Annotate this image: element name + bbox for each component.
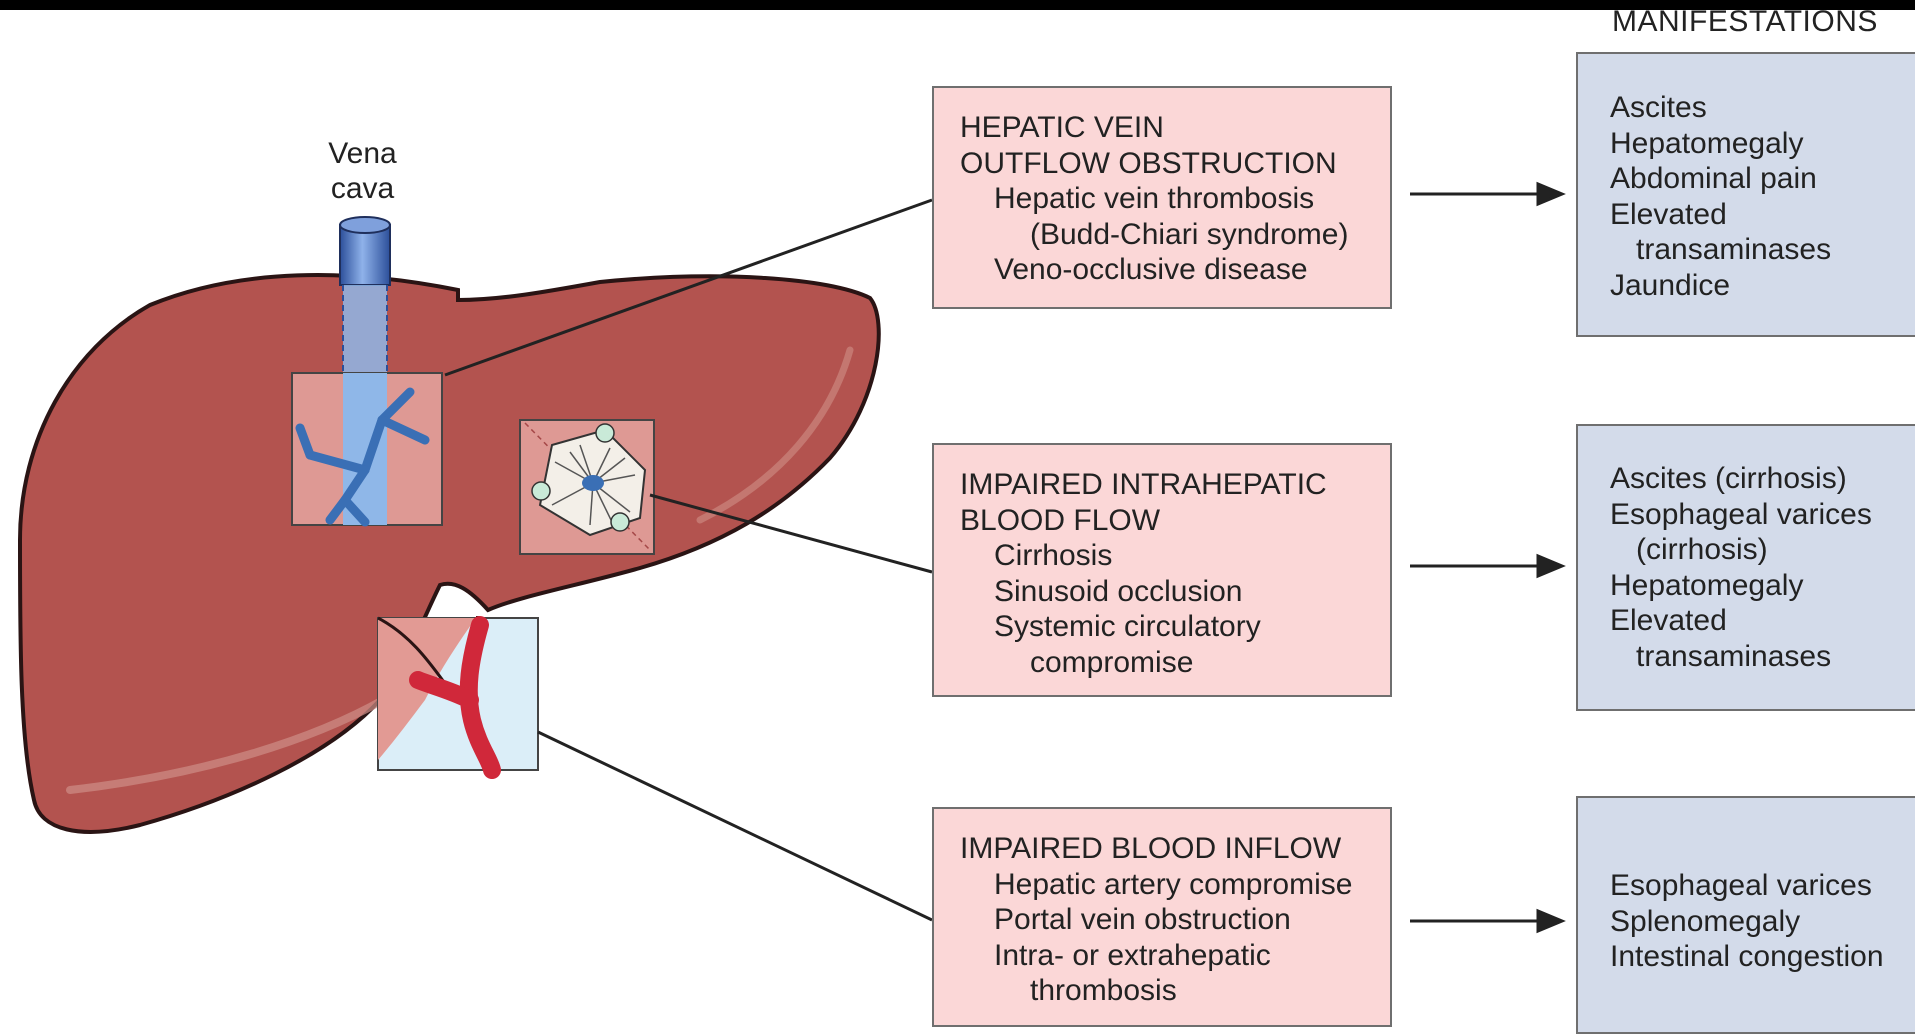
vena-cava-icon: [340, 217, 390, 373]
cause-box-intrahepatic-line-5: Systemic circulatory: [960, 609, 1370, 645]
manifestation-box-2-line-6: transaminases: [1610, 639, 1901, 675]
hepatic-vein-branches-icon: [292, 373, 442, 525]
portal-artery-icon: [378, 618, 538, 770]
manifestation-box-2-line-5: Elevated: [1610, 603, 1901, 639]
cause-box-outflow-line-4: (Budd-Chiari syndrome): [960, 217, 1370, 253]
cause-box-inflow-line-3: Portal vein obstruction: [960, 902, 1370, 938]
arrow-2: [1410, 556, 1562, 576]
manifestation-box-2-line-2: Esophageal varices: [1610, 497, 1901, 533]
manifestation-box-2-line-3: (cirrhosis): [1610, 532, 1901, 568]
manifestations-header: MANIFESTATIONS: [1612, 4, 1878, 40]
manifestation-box-3-line-3: Intestinal congestion: [1610, 939, 1901, 975]
manifestation-box-1-line-3: Abdominal pain: [1610, 161, 1901, 197]
cause-box-outflow-line-2: OUTFLOW OBSTRUCTION: [960, 146, 1370, 182]
arrow-3: [1410, 911, 1562, 931]
cause-box-inflow-line-2: Hepatic artery compromise: [960, 867, 1370, 903]
arrow-1: [1410, 184, 1562, 204]
cause-box-inflow-line-4: Intra- or extrahepatic: [960, 938, 1370, 974]
manifestation-box-1-line-2: Hepatomegaly: [1610, 126, 1901, 162]
hepatic-lobule-icon: [520, 420, 654, 554]
cause-box-intrahepatic-line-4: Sinusoid occlusion: [960, 574, 1370, 610]
manifestation-box-2: Ascites (cirrhosis)Esophageal varices(ci…: [1576, 424, 1915, 711]
manifestation-box-3-line-2: Splenomegaly: [1610, 904, 1901, 940]
cause-box-inflow-line-1: IMPAIRED BLOOD INFLOW: [960, 831, 1370, 867]
manifestation-box-1-line-6: Jaundice: [1610, 268, 1901, 304]
cause-box-outflow-line-3: Hepatic vein thrombosis: [960, 181, 1370, 217]
vena-cava-label-line-2: cava: [300, 171, 425, 206]
manifestation-box-1-line-4: Elevated: [1610, 197, 1901, 233]
manifestation-box-3-line-1: Esophageal varices: [1610, 868, 1901, 904]
vena-cava-label-line-1: Vena: [300, 136, 425, 171]
cause-box-intrahepatic-line-6: compromise: [960, 645, 1370, 681]
manifestation-box-1-line-5: transaminases: [1610, 232, 1901, 268]
connector-inflow: [538, 732, 932, 920]
vena-cava-label: Vena cava: [300, 136, 425, 206]
cause-box-outflow-line-5: Veno-occlusive disease: [960, 252, 1370, 288]
manifestation-box-1-line-1: Ascites: [1610, 90, 1901, 126]
cause-box-inflow-line-5: thrombosis: [960, 973, 1370, 1009]
cause-box-outflow-line-1: HEPATIC VEIN: [960, 110, 1370, 146]
manifestation-box-2-line-4: Hepatomegaly: [1610, 568, 1901, 604]
cause-box-intrahepatic-line-1: IMPAIRED INTRAHEPATIC: [960, 467, 1370, 503]
cause-box-intrahepatic-line-2: BLOOD FLOW: [960, 503, 1370, 539]
manifestation-box-2-line-1: Ascites (cirrhosis): [1610, 461, 1901, 497]
cause-box-intrahepatic-line-3: Cirrhosis: [960, 538, 1370, 574]
